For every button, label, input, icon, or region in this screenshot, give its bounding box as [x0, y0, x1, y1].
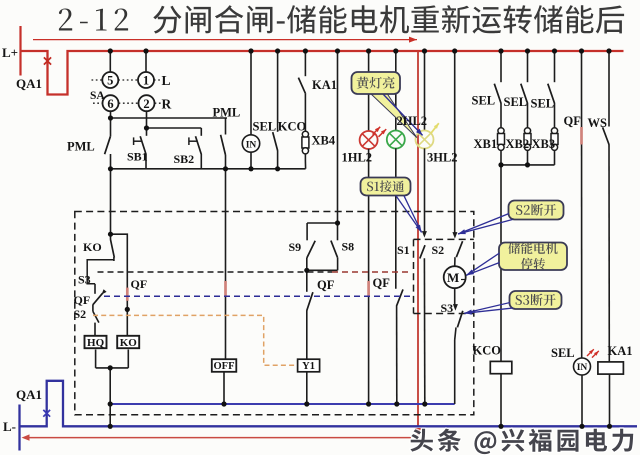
svg-text:L-: L-: [3, 419, 16, 434]
svg-text:QF: QF: [131, 277, 148, 291]
svg-text:SEL: SEL: [472, 94, 496, 108]
svg-text:S2: S2: [74, 307, 87, 321]
svg-text:2HL2: 2HL2: [397, 114, 428, 128]
svg-text:L+: L+: [2, 45, 18, 60]
svg-text:R: R: [162, 96, 172, 111]
svg-text:QF: QF: [317, 278, 335, 292]
svg-text:QA1: QA1: [16, 387, 42, 402]
svg-text:XB4: XB4: [312, 134, 336, 148]
svg-text:QF: QF: [74, 293, 91, 307]
svg-text:XB1: XB1: [474, 137, 498, 151]
svg-text:2: 2: [143, 97, 149, 111]
svg-text:SEL: SEL: [253, 120, 277, 134]
svg-text:Y1: Y1: [302, 361, 315, 372]
svg-text:SA: SA: [90, 90, 105, 102]
svg-text:KO: KO: [120, 337, 138, 349]
svg-text:WS: WS: [588, 116, 608, 130]
svg-text:5: 5: [107, 74, 113, 88]
svg-text:S3: S3: [78, 272, 91, 286]
svg-text:QF: QF: [373, 276, 391, 290]
svg-text:PML: PML: [213, 106, 241, 120]
svg-text:M: M: [447, 270, 459, 285]
svg-text:S9: S9: [289, 240, 302, 254]
svg-text:HQ: HQ: [87, 337, 105, 349]
svg-text:KA1: KA1: [312, 78, 337, 92]
svg-text:XB2: XB2: [506, 137, 530, 151]
svg-text:S3: S3: [441, 301, 454, 315]
svg-text:3HL2: 3HL2: [427, 150, 458, 164]
svg-text:KCO: KCO: [473, 343, 502, 357]
svg-text:XB3: XB3: [532, 137, 556, 151]
svg-text:S2: S2: [432, 243, 445, 257]
svg-text:SEL: SEL: [531, 97, 555, 111]
svg-text:SEL: SEL: [551, 346, 575, 360]
svg-text:S1: S1: [397, 243, 410, 257]
svg-text:OFF: OFF: [214, 361, 235, 372]
svg-text:PML: PML: [67, 140, 95, 154]
svg-text:SB2: SB2: [174, 152, 195, 166]
svg-text:S8: S8: [342, 239, 355, 253]
svg-text:SB1: SB1: [127, 150, 148, 164]
svg-text:KCO: KCO: [278, 120, 307, 134]
svg-text:KO: KO: [83, 240, 102, 254]
svg-text:6: 6: [107, 97, 113, 111]
svg-text:IN: IN: [577, 363, 588, 373]
svg-text:1HL2: 1HL2: [342, 150, 373, 164]
svg-text:IN: IN: [246, 140, 257, 150]
svg-text:1: 1: [143, 74, 149, 88]
svg-text:SEL: SEL: [504, 95, 528, 109]
svg-text:QF: QF: [564, 114, 582, 128]
svg-text:KA1: KA1: [608, 344, 633, 358]
svg-text:L: L: [162, 73, 171, 88]
svg-text:QA1: QA1: [16, 76, 42, 91]
